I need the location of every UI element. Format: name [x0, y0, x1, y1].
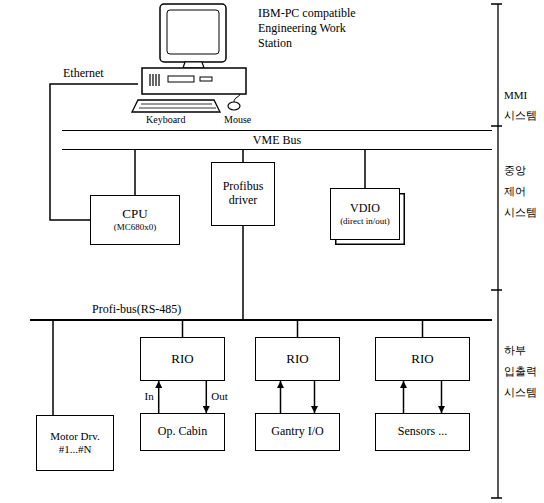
- node-title: RIO: [171, 352, 193, 367]
- bracket-ticks: [491, 4, 502, 498]
- node-title: Gantry I/O: [271, 425, 323, 439]
- node-title: VME Bus: [253, 134, 301, 146]
- driver-board: Profibus driver: [211, 162, 275, 226]
- cpu-board: CPU(MC680x0): [90, 195, 180, 245]
- mouse: [228, 102, 240, 110]
- node-subtitle: (direct in/out): [340, 216, 390, 226]
- system-case: [142, 68, 246, 94]
- bus-band: VME Bus: [62, 130, 492, 150]
- connector: [242, 226, 244, 319]
- case-vents: [150, 74, 159, 86]
- device-label: Keyboard: [146, 114, 185, 126]
- node-title: Profi-bus(RS-485): [92, 303, 181, 317]
- connector: [206, 381, 208, 413]
- motor-drive-box: Motor Drv. #1...#N: [36, 415, 114, 471]
- node-subtitle: (MC680x0): [114, 222, 157, 232]
- device-label: Mouse: [224, 114, 251, 126]
- connector: [297, 321, 299, 337]
- node-title: Profibus driver: [215, 180, 271, 208]
- device-box: Op. Cabin: [140, 413, 225, 451]
- device-box: Sensors ...: [375, 413, 470, 451]
- connector: [182, 321, 184, 337]
- connector: [422, 321, 424, 337]
- mouse-cord: [234, 94, 240, 102]
- device-box: Gantry I/O: [255, 413, 340, 451]
- key-rows: [139, 104, 216, 108]
- workstation: IBM-PC compatible Engineering Work Stati…: [138, 2, 382, 98]
- node-title: Sensors ...: [398, 425, 447, 439]
- connector: [314, 381, 316, 413]
- connector: [134, 150, 136, 195]
- level-label: 하부 입출력 시스템: [504, 340, 540, 403]
- connector: [364, 150, 366, 188]
- edge-label: In: [144, 390, 155, 403]
- monitor-stand: [183, 62, 204, 68]
- case-panel: [200, 77, 212, 81]
- level-bracket: [491, 4, 502, 498]
- node-title: Op. Cabin: [158, 425, 207, 439]
- io-board: VDIO(direct in/out): [330, 188, 400, 240]
- node-title: Motor Drv. #1...#N: [40, 430, 110, 455]
- connector: [441, 381, 443, 413]
- monitor: [160, 4, 226, 62]
- connector: [280, 381, 282, 413]
- bracket-line: [497, 4, 498, 498]
- fieldbus-line: Profi-bus(RS-485): [30, 319, 492, 321]
- keyboard: [132, 100, 220, 112]
- connector: [158, 381, 160, 413]
- computer-drawing: [132, 4, 246, 112]
- connector: [242, 150, 244, 162]
- node-title: VDIO: [350, 202, 380, 216]
- edge-label: Ethernet: [62, 67, 105, 81]
- node-title: IBM-PC compatible Engineering Work Stati…: [258, 6, 370, 51]
- rio-box: RIO: [140, 337, 225, 381]
- rio-box: RIO: [375, 337, 470, 381]
- rio-box: RIO: [255, 337, 340, 381]
- level-label: MMI 시스템: [504, 86, 540, 126]
- connector: [52, 321, 54, 415]
- node-title: CPU: [122, 207, 147, 222]
- connector: [403, 381, 405, 413]
- disk-slot: [168, 76, 194, 82]
- level-label: 중앙 제어 시스템: [504, 160, 540, 223]
- edge-label: Out: [210, 390, 229, 403]
- node-title: RIO: [411, 352, 433, 367]
- node-title: RIO: [286, 352, 308, 367]
- screen: [167, 10, 219, 54]
